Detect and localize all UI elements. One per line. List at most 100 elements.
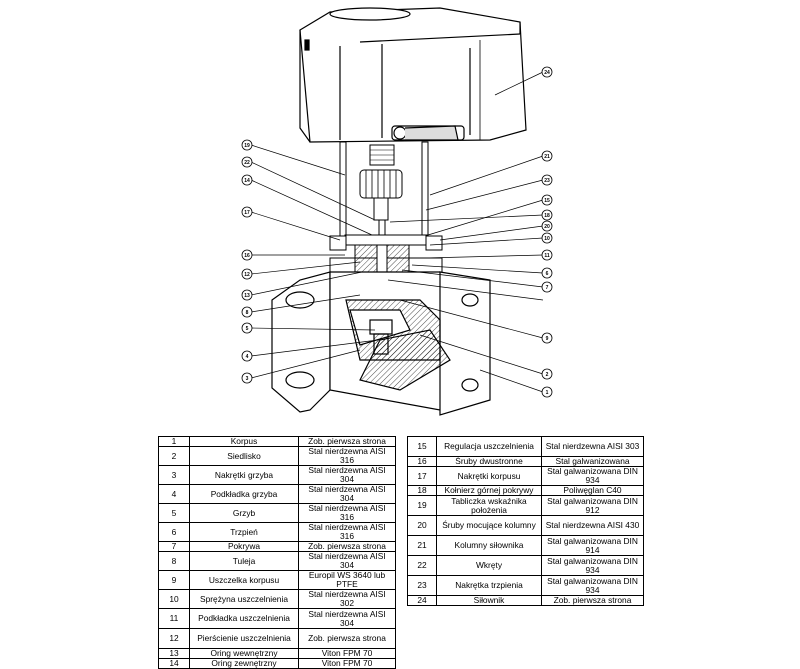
part-material: Viton FPM 70 xyxy=(298,648,396,659)
part-name: Pierścienie uszczelnienia xyxy=(189,628,299,649)
callout-number: 11 xyxy=(544,253,550,259)
leader-lines xyxy=(250,71,544,393)
actuator xyxy=(299,7,527,143)
callout-number: 19 xyxy=(244,143,250,149)
callout-number: 10 xyxy=(544,236,550,242)
part-material: Stal nierdzewna AISI 304 xyxy=(298,608,396,629)
callout-number: 17 xyxy=(244,210,250,216)
part-number: 20 xyxy=(407,515,437,536)
part-material: Europil WS 3640 lub PTFE xyxy=(298,570,396,590)
part-material: Stal nierdzewna AISI 304 xyxy=(298,484,396,504)
callout-20: 20 xyxy=(541,220,553,232)
part-material: Zob. pierwsza strona xyxy=(541,595,644,606)
callout-circle xyxy=(241,350,253,362)
part-number: 21 xyxy=(407,535,437,556)
part-material: Stal galwanizowana DIN 934 xyxy=(541,555,644,576)
callout-8: 8 xyxy=(241,306,253,318)
part-name: Podkładka grzyba xyxy=(189,484,299,504)
part-name: Sprężyna uszczelnienia xyxy=(189,589,299,609)
callout-number: 3 xyxy=(246,376,249,382)
part-number: 13 xyxy=(158,648,190,659)
part-number: 15 xyxy=(407,436,437,457)
callout-23: 23 xyxy=(541,174,553,186)
part-number: 2 xyxy=(158,446,190,466)
part-name: Podkładka uszczelnienia xyxy=(189,608,299,629)
part-name: Kolumny siłownika xyxy=(436,535,542,556)
part-number: 3 xyxy=(158,465,190,485)
part-material: Stal nierdzewna AISI 304 xyxy=(298,465,396,485)
part-material: Stal galwanizowana xyxy=(541,456,644,467)
part-number: 5 xyxy=(158,503,190,523)
part-name: Oring zewnętrzny xyxy=(189,658,299,669)
callout-circle xyxy=(541,66,553,78)
callout-circle xyxy=(541,249,553,261)
callout-number: 22 xyxy=(244,160,250,166)
part-material: Zob. pierwsza strona xyxy=(298,436,396,447)
part-number: 6 xyxy=(158,522,190,542)
callout-number: 2 xyxy=(546,372,549,378)
callout-number: 18 xyxy=(544,213,550,219)
callout-circle xyxy=(241,372,253,384)
part-number: 23 xyxy=(407,575,437,596)
part-number: 14 xyxy=(158,658,190,669)
part-material: Stal nierdzewna AISI 303 xyxy=(541,436,644,457)
callout-2: 2 xyxy=(541,368,553,380)
callout-number: 1 xyxy=(546,390,549,396)
callout-number: 7 xyxy=(546,285,549,291)
part-material: Stal nierdzewna AISI 302 xyxy=(298,589,396,609)
part-material: Stal nierdzewna AISI 316 xyxy=(298,446,396,466)
callout-number: 15 xyxy=(544,198,550,204)
part-name: Nakrętki korpusu xyxy=(436,466,542,486)
callout-number: 20 xyxy=(544,224,550,230)
part-material: Stal galwanizowana DIN 914 xyxy=(541,535,644,556)
callout-circle xyxy=(241,174,253,186)
callout-number: 13 xyxy=(244,293,250,299)
callout-19: 19 xyxy=(241,139,253,151)
part-material: Stal galwanizowana DIN 934 xyxy=(541,466,644,486)
callout-11: 11 xyxy=(541,249,553,261)
callout-6: 6 xyxy=(541,267,553,279)
callout-14: 14 xyxy=(241,174,253,186)
callout-circle xyxy=(541,267,553,279)
callout-17: 17 xyxy=(241,206,253,218)
callout-circle xyxy=(241,139,253,151)
part-material: Stal nierdzewna AISI 304 xyxy=(298,551,396,571)
part-name: Siłownik xyxy=(436,595,542,606)
callout-4: 4 xyxy=(241,350,253,362)
callout-22: 22 xyxy=(241,156,253,168)
part-number: 11 xyxy=(158,608,190,629)
callout-circle xyxy=(241,289,253,301)
callout-circle xyxy=(541,232,553,244)
callout-circle xyxy=(241,249,253,261)
part-material: Stal nierdzewna AISI 316 xyxy=(298,503,396,523)
part-number: 9 xyxy=(158,570,190,590)
part-material: Stal galwanizowana DIN 912 xyxy=(541,495,644,516)
callout-3: 3 xyxy=(241,372,253,384)
callout-number: 16 xyxy=(244,253,250,259)
valve-body xyxy=(271,271,491,416)
part-number: 22 xyxy=(407,555,437,576)
callout-13: 13 xyxy=(241,289,253,301)
part-name: Pokrywa xyxy=(189,541,299,552)
callout-circle xyxy=(541,174,553,186)
callout-16: 16 xyxy=(241,249,253,261)
callout-10: 10 xyxy=(541,232,553,244)
part-number: 7 xyxy=(158,541,190,552)
part-name: Tuleja xyxy=(189,551,299,571)
